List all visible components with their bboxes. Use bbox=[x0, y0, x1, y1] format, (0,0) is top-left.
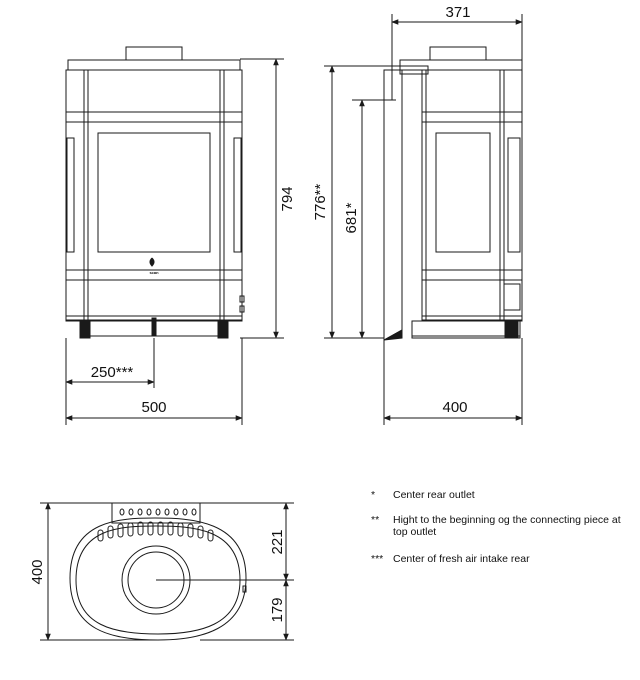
legend-item-1: * Center rear outlet bbox=[371, 489, 631, 501]
dim-side-top-label: 371 bbox=[445, 4, 470, 21]
dim-rear-outlet-height bbox=[352, 99, 396, 339]
front-right-foot bbox=[217, 320, 229, 339]
dim-plan-sections bbox=[156, 502, 294, 641]
legend-mark: *** bbox=[371, 553, 384, 565]
logo-flame-icon bbox=[149, 257, 155, 267]
side-rear-pipe bbox=[383, 69, 403, 341]
legend-text: Center of fresh air intake rear bbox=[393, 553, 530, 565]
dim-plan-depth bbox=[40, 502, 158, 641]
legend-item-2: ** Hight to the beginning og the connecti… bbox=[371, 514, 631, 538]
side-view bbox=[383, 46, 523, 341]
legend-mark: ** bbox=[371, 514, 380, 526]
dim-plan-rear-label: 179 bbox=[269, 597, 286, 622]
dim-air-intake bbox=[65, 338, 155, 388]
dim-front-height-label: 794 bbox=[279, 186, 296, 211]
legend-mark: * bbox=[371, 489, 376, 501]
legend-item-3: *** Center of fresh air intake rear bbox=[371, 553, 631, 565]
legend-text: Hight to the beginning og the connecting… bbox=[393, 514, 621, 538]
dim-top-outlet-height bbox=[324, 65, 428, 339]
dim-front-width-label: 500 bbox=[141, 399, 166, 416]
side-glass bbox=[435, 132, 491, 253]
front-door bbox=[87, 121, 221, 271]
front-door-glass bbox=[97, 132, 211, 253]
side-top-plate bbox=[399, 59, 523, 71]
plan-grille-holes bbox=[119, 508, 197, 516]
front-left-side-glass bbox=[66, 137, 75, 253]
front-right-side-glass bbox=[233, 137, 242, 253]
logo-text: scan bbox=[149, 270, 159, 275]
dim-side-top bbox=[391, 14, 523, 70]
plan-body-outline bbox=[69, 517, 247, 641]
front-flue-pipe bbox=[125, 46, 183, 61]
dim-plan-depth-label: 400 bbox=[29, 559, 46, 584]
legend-text: Center rear outlet bbox=[393, 489, 475, 501]
dim-plan-front-label: 221 bbox=[269, 529, 286, 554]
front-body bbox=[65, 69, 243, 321]
plan-rear-grille bbox=[111, 502, 201, 524]
side-flue-pipe bbox=[429, 46, 487, 61]
dim-side-bottom bbox=[383, 338, 523, 425]
dim-side-bottom-label: 400 bbox=[442, 399, 467, 416]
front-ash-drawer bbox=[87, 279, 221, 317]
front-left-foot bbox=[79, 320, 91, 339]
plan-vent-slots bbox=[97, 521, 214, 542]
side-body bbox=[421, 69, 523, 321]
dim-air-intake-label: 250*** bbox=[91, 364, 134, 381]
dim-front-height bbox=[240, 58, 284, 339]
front-view bbox=[65, 46, 245, 339]
dim-top-outlet-label: 776** bbox=[312, 183, 329, 220]
plan-view bbox=[69, 502, 247, 641]
dim-rear-outlet-label: 681* bbox=[343, 202, 360, 233]
front-top-plate bbox=[67, 59, 241, 71]
